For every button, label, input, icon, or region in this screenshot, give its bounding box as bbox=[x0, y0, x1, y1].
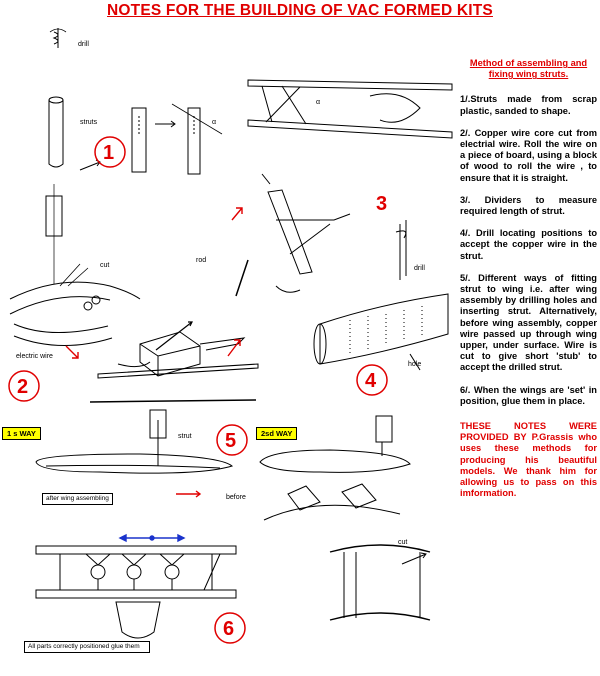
board-sketch bbox=[97, 363, 259, 379]
airfoil-right-sketch bbox=[259, 449, 411, 473]
wing-section-sketch bbox=[319, 293, 449, 365]
step-number-5: 5 bbox=[225, 430, 236, 452]
label-alpha-1: α bbox=[212, 119, 216, 126]
parts-note: All parts correctly positioned glue them bbox=[24, 641, 150, 653]
step-number-4: 4 bbox=[365, 370, 377, 392]
label-drill-top: drill bbox=[78, 41, 89, 48]
after-wing-label: after wing assembling bbox=[42, 493, 113, 505]
way-1-badge: 1 s WAY bbox=[2, 427, 41, 440]
step-number-1: 1 bbox=[103, 142, 114, 164]
label-drill-right: drill bbox=[414, 265, 425, 272]
way-2-badge: 2sd WAY bbox=[256, 427, 298, 440]
step-number-6: 6 bbox=[223, 618, 234, 640]
drill-bit-sketch bbox=[52, 28, 59, 48]
upper-wing-sketch bbox=[247, 79, 453, 91]
upper-wing-6-sketch bbox=[35, 545, 237, 555]
page-title: NOTES FOR THE BUILDING OF VAC FORMED KIT… bbox=[107, 2, 493, 19]
airfoil-left-sketch bbox=[35, 453, 234, 474]
notes-heading: Method of assembling and fixing wing str… bbox=[469, 58, 588, 80]
rod-sketch bbox=[48, 100, 64, 168]
label-electric-wire: electric wire bbox=[16, 353, 53, 360]
step-text-5: 5/. Different ways of fitting strut to w… bbox=[460, 272, 597, 373]
step-text-2: 2/. Copper wire core cut from electrial … bbox=[460, 127, 597, 183]
step-text-1: 1/.Struts made from scrap plastic, sande… bbox=[460, 94, 597, 116]
lower-wing-sketch bbox=[247, 119, 453, 139]
label-strut: strut bbox=[178, 433, 192, 440]
step-number-3: 3 bbox=[376, 193, 387, 215]
label-hole: hole bbox=[408, 361, 421, 368]
strut-piece-sketch bbox=[131, 107, 147, 173]
label-struts: struts bbox=[80, 119, 98, 126]
step-text-3: 3/. Dividers to measure required length … bbox=[460, 194, 597, 217]
label-cut-top: cut bbox=[100, 262, 109, 269]
label-rod: rod bbox=[196, 257, 206, 264]
label-alpha-2: α bbox=[316, 99, 320, 106]
step-text-4: 4/. Drill locating positions to accept t… bbox=[460, 228, 597, 261]
step-text-6: 6/. When the wings are 'set' in position… bbox=[460, 384, 597, 406]
label-before: before bbox=[226, 494, 246, 501]
label-cut-bottom: cut bbox=[398, 539, 407, 546]
notes-column: Method of assembling and fixing wing str… bbox=[460, 58, 597, 500]
credit-text: THESE NOTES WERE PROVIDED BY P.Grassis w… bbox=[460, 421, 597, 499]
assembly-diagram: 1 2 3 4 5 6 drill struts α α cut rod ele… bbox=[8, 28, 453, 644]
step-number-2: 2 bbox=[17, 376, 28, 398]
